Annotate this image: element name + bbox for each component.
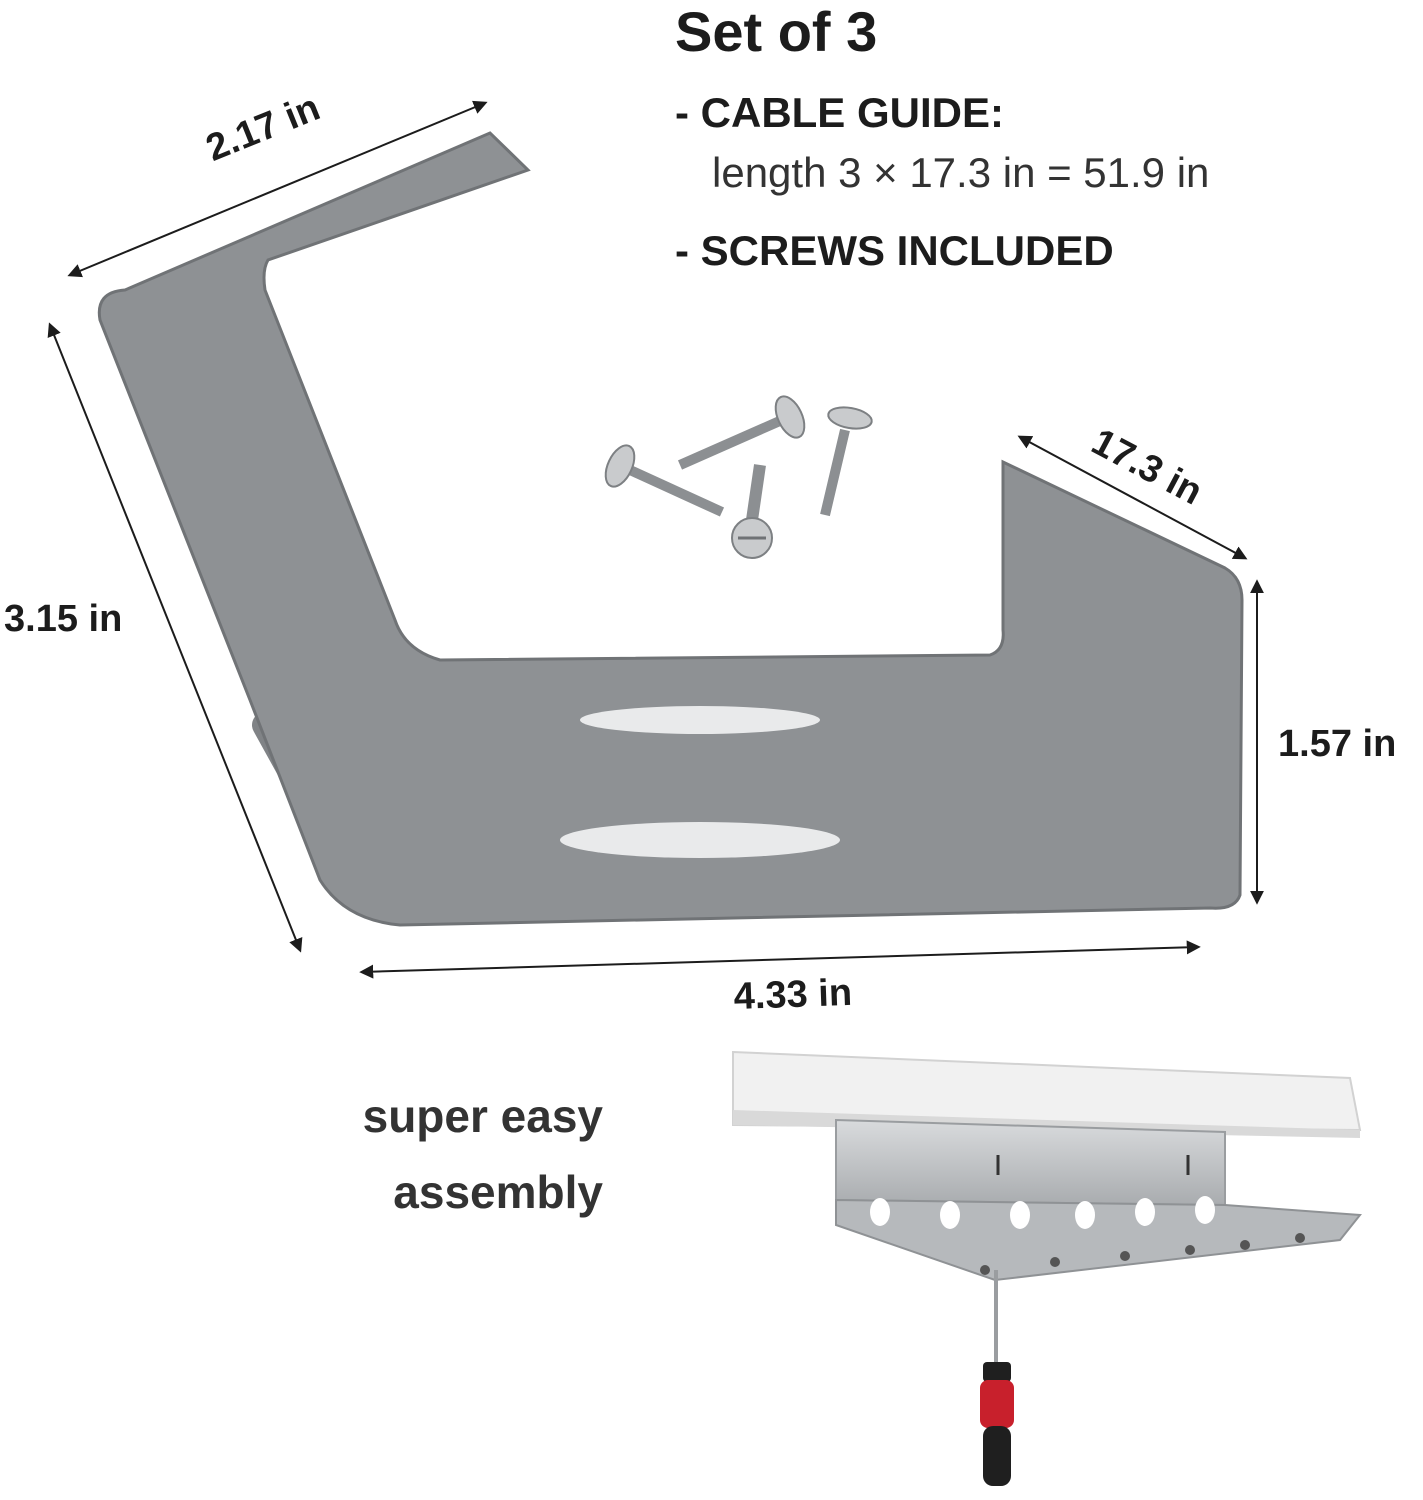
dimension-label-height: 1.57 in bbox=[1278, 723, 1397, 765]
assembly-illustration bbox=[732, 1050, 1362, 1486]
bracket-cutout bbox=[580, 706, 820, 734]
feature-cable-guide-detail: length 3 × 17.3 in = 51.9 in bbox=[712, 149, 1210, 196]
tray-back bbox=[835, 1118, 1226, 1207]
screw-icon bbox=[604, 444, 725, 517]
feature-screws: - SCREWS INCLUDED bbox=[675, 227, 1114, 274]
screw-icon bbox=[677, 395, 806, 470]
assembly-tagline-line2: assembly bbox=[393, 1166, 603, 1218]
screws bbox=[604, 395, 873, 559]
tray-base bbox=[835, 1198, 1362, 1282]
dimension-arrow-tray bbox=[1017, 435, 1248, 560]
dimension-arrow-top bbox=[67, 100, 488, 278]
bracket-cutout bbox=[560, 822, 840, 858]
dimension-label-bottom: 4.33 in bbox=[733, 971, 853, 1018]
dimension-arrow-bottom bbox=[359, 940, 1201, 979]
dimension-label-left: 3.15 in bbox=[4, 598, 123, 640]
product-heading: Set of 3 bbox=[675, 0, 878, 63]
front-bracket bbox=[97, 131, 1244, 927]
tray-slots bbox=[870, 1196, 1215, 1229]
screwdriver-icon bbox=[980, 1270, 1014, 1486]
screw-icon bbox=[731, 464, 773, 559]
assembly-tagline: super easy assembly bbox=[363, 1078, 603, 1230]
feature-cable-guide: - CABLE GUIDE: bbox=[675, 89, 1004, 136]
dimension-arrow-left bbox=[47, 322, 303, 953]
screw-icon bbox=[820, 406, 873, 517]
assembly-tagline-line1: super easy bbox=[362, 1090, 603, 1142]
